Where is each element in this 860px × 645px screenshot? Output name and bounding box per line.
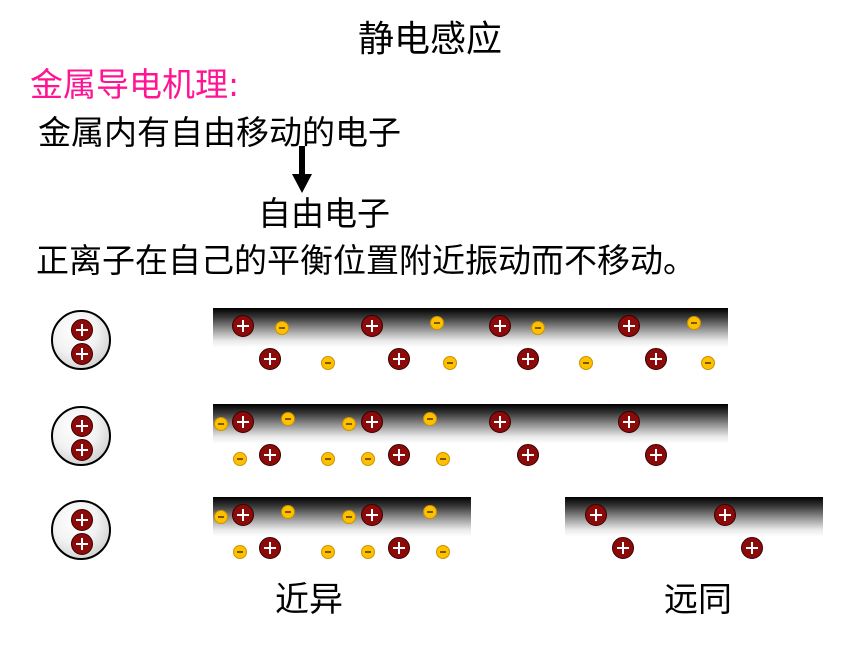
free-electron (342, 417, 356, 431)
positive-ion (232, 504, 254, 526)
charged-sphere (51, 406, 111, 466)
free-electron (233, 452, 247, 466)
free-electron (701, 356, 715, 370)
free-electron (579, 356, 593, 370)
positive-ion (259, 444, 281, 466)
positive-ion (259, 348, 281, 370)
far-end-conductor (565, 497, 823, 565)
free-electron (281, 505, 295, 519)
positive-charge (71, 533, 93, 555)
positive-ion (388, 444, 410, 466)
free-electron (321, 452, 335, 466)
positive-ion (361, 504, 383, 526)
positive-ion (489, 315, 511, 337)
free-electron (443, 356, 457, 370)
free-electron (436, 452, 450, 466)
free-electron (531, 321, 545, 335)
free-electron (233, 545, 247, 559)
down-arrow-icon (292, 146, 312, 193)
free-electron (275, 321, 289, 335)
positive-ion (618, 315, 640, 337)
positive-charge (71, 319, 93, 341)
near-end-conductor (213, 497, 471, 565)
positive-ion (618, 411, 640, 433)
metal-conductor (213, 308, 728, 376)
positive-ion (612, 537, 634, 559)
positive-ion (388, 537, 410, 559)
positive-ion (489, 411, 511, 433)
free-electron (361, 452, 375, 466)
free-electron (214, 417, 228, 431)
positive-charge (71, 509, 93, 531)
metal-conductor (213, 404, 728, 472)
free-electrons-label: 自由电子 (258, 194, 390, 233)
positive-ions-statement: 正离子在自己的平衡位置附近振动而不移动。 (36, 241, 696, 280)
positive-ion (259, 537, 281, 559)
free-electron (321, 545, 335, 559)
charged-sphere (51, 310, 111, 370)
free-electron (687, 316, 701, 330)
page-title: 静电感应 (357, 19, 502, 60)
free-electron (423, 505, 437, 519)
positive-ion (361, 315, 383, 337)
free-electron (214, 510, 228, 524)
mechanism-heading: 金属导电机理: (30, 65, 240, 104)
free-electron (281, 412, 295, 426)
positive-charge (71, 415, 93, 437)
free-electron (430, 316, 444, 330)
free-electron (423, 412, 437, 426)
near-opposite-label: 近异 (275, 580, 343, 620)
positive-charge (71, 439, 93, 461)
positive-ion (645, 348, 667, 370)
positive-ion (388, 348, 410, 370)
positive-charge (71, 343, 93, 365)
charged-sphere (51, 500, 111, 560)
positive-ion (361, 411, 383, 433)
free-electron (321, 356, 335, 370)
positive-ion (585, 504, 607, 526)
far-same-label: 远同 (664, 580, 732, 620)
free-electron (342, 510, 356, 524)
free-electron (436, 545, 450, 559)
free-electron (361, 545, 375, 559)
positive-ion (517, 444, 539, 466)
positive-ion (232, 315, 254, 337)
positive-ion (741, 537, 763, 559)
positive-ion (232, 411, 254, 433)
positive-ion (714, 504, 736, 526)
positive-ion (517, 348, 539, 370)
positive-ion (645, 444, 667, 466)
free-electrons-statement: 金属内有自由移动的电子 (38, 113, 401, 152)
